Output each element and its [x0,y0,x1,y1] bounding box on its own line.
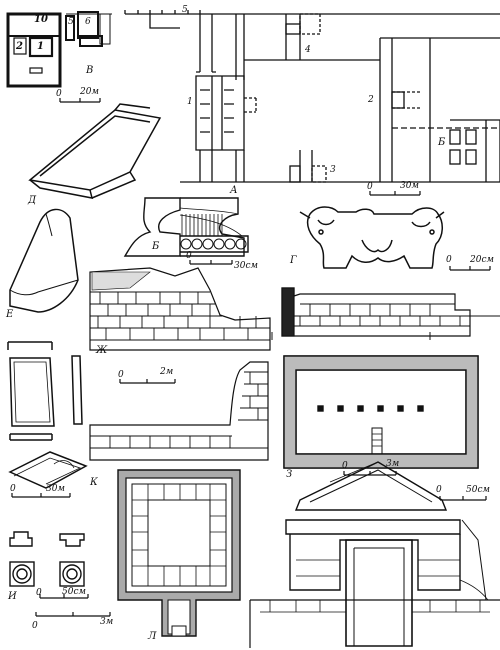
scale-a-zero: 0 [367,182,373,192]
plan-a-number-4: 4 [305,45,311,55]
label-l: Л [148,631,157,642]
scale-b-text: 30см [234,261,258,271]
scale-z-zero: 0 [342,461,348,471]
plan-v-number-1: 1 [37,41,44,52]
plan-a-number-2: 2 [368,95,374,105]
label-v: В [86,65,94,76]
scale-bar-l [35,612,111,617]
label-g: Г [290,255,297,266]
tile-e [9,208,79,313]
scale-g-text: 20см [470,255,494,265]
label-zh: Ж [96,345,108,356]
scale-bar-z [343,471,397,476]
scale-zh-text: 2м [160,367,174,377]
plan-v-number-2: 2 [16,41,23,52]
scale-bar-k [11,493,71,498]
scale-bar-i [39,594,89,599]
scale-a-text: 30м [400,181,419,191]
plan-a [124,10,500,183]
scale-l-zero: 0 [32,621,38,631]
wall-elevation-right [271,287,500,340]
scale-bar-a [369,191,421,196]
plan-a-number-1: 1 [187,97,193,107]
scale-zh-zero: 0 [118,370,124,380]
plan-v-number-6: 6 [85,17,91,27]
label-z: З [286,469,293,480]
tile-parts-k [7,341,88,489]
plan-v-number-10: 10 [34,14,48,25]
label-d: Д [28,195,37,206]
scale-bar-v [59,98,101,103]
wall-elevation-zh [89,267,271,351]
scale-v-text: 20м [80,87,99,97]
scale-pediment-zero: 0 [436,485,442,495]
scale-bar-pediment [439,496,487,501]
plan-v-number-5: 5 [68,17,74,27]
scale-i-zero: 0 [36,588,42,598]
scale-pediment-text: 50см [466,485,490,495]
scale-k-text: 30м [46,484,65,494]
column-base-b [123,197,249,257]
plan-a-number-5: 5 [182,5,188,15]
scale-bar-b [189,260,233,265]
scale-bar-g [449,266,491,271]
scale-l-text: 3м [100,617,114,627]
label-a: А [230,185,238,196]
label-i: И [8,591,17,602]
column-details-i [9,531,85,587]
label-k: К [90,477,98,488]
scale-z-text: 3м [386,459,400,469]
plan-z [283,355,479,469]
scale-g-zero: 0 [446,255,452,265]
label-b-plan: Б [438,137,446,148]
scale-k-zero: 0 [10,484,16,494]
label-e: Е [6,309,14,320]
wall-section [89,361,269,461]
tile-d [28,103,162,199]
scale-b-zero: 0 [186,251,192,261]
plan-v [6,11,112,88]
scale-i-text: 50см [62,587,86,597]
plan-l [117,469,241,637]
facade-pediment [249,461,500,648]
plan-a-number-3: 3 [330,165,336,175]
bull-capital-g [299,206,445,269]
scale-v-zero: 0 [56,89,62,99]
scale-bar-zh [119,379,176,384]
label-b: Б [152,241,160,252]
